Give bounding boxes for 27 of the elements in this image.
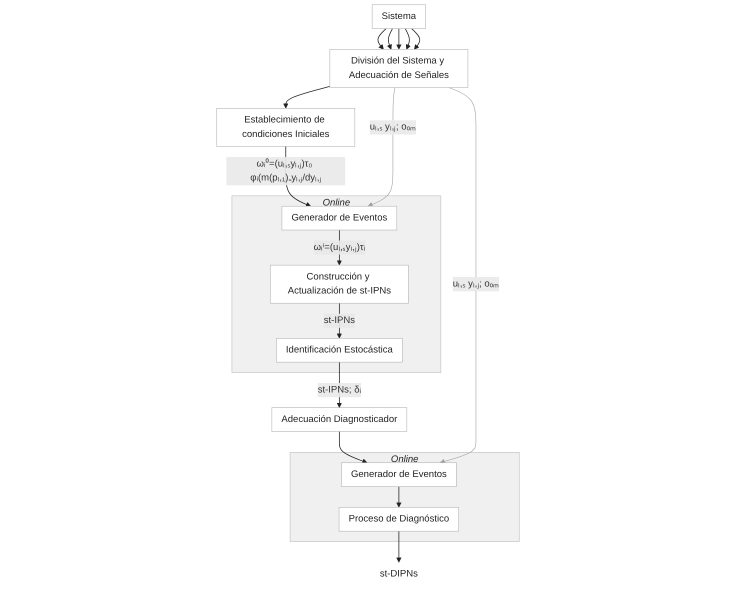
- edge-label: uₗ,ₛ yₗ,ⱼ; oₒₘ: [452, 278, 500, 289]
- arrow: [338, 431, 368, 464]
- arrow: [378, 28, 387, 50]
- node-box: Generador de Eventos: [282, 206, 398, 230]
- arrow: [396, 28, 402, 50]
- arrow: [283, 86, 330, 109]
- edge-label: st-IPNs: [324, 315, 355, 326]
- node-box: División del Sistema y Adecuación de Señales: [330, 49, 468, 88]
- arrow: [368, 87, 396, 207]
- edge-label: st-IPNs; δᵢ: [318, 384, 362, 395]
- edge-label: ωᵢⁱ=(uₗ,ₛyₗ,ⱼ)τᵢ: [314, 242, 366, 252]
- node-box: Adecuación Diagnosticador: [272, 407, 408, 432]
- node-box: Proceso de Diagnóstico: [338, 507, 459, 532]
- node-box: Generador de Eventos: [341, 462, 457, 487]
- node-text: st-DIPNs: [380, 568, 418, 580]
- arrow: [396, 530, 402, 563]
- node-box: Identificación Estocástica: [276, 338, 403, 362]
- node-box: Sistema: [372, 4, 426, 29]
- arrow: [396, 486, 402, 508]
- edge-label: ωᵢ⁰=(uₗ,ₛyₗ,ⱼ)τ₀ φᵢ(m(pₗ,₁)₌yₗ,ⱼ/dyₗ,ⱼ: [250, 158, 322, 184]
- edge-label: uₗ,ₛ yₗ,ⱼ; oₒₘ: [370, 122, 416, 132]
- arrow: [386, 28, 393, 50]
- node-box: Establecimiento de condiciones Iniciales: [216, 108, 356, 147]
- arrow: [404, 28, 411, 50]
- node-box: Construcción y Actualización de st-IPNs: [270, 264, 409, 304]
- arrow: [411, 28, 420, 50]
- arrow: [440, 87, 476, 464]
